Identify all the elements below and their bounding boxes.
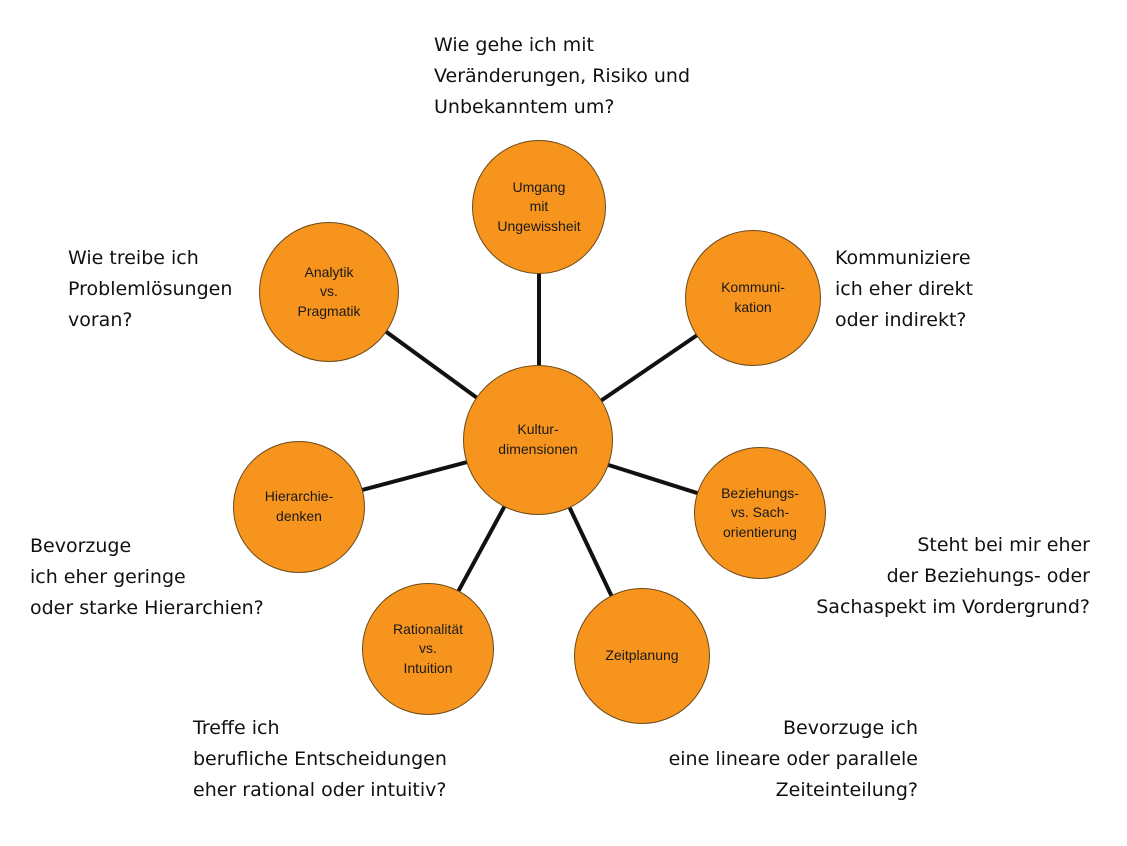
node-zeitplanung: Zeitplanung	[574, 588, 710, 724]
question-umgang-mit-ungewissheit: Wie gehe ich mit Veränderungen, Risiko u…	[434, 34, 691, 118]
node-umgang-mit-ungewissheit: Umgang mit Ungewissheit	[472, 140, 606, 274]
node-label: Rationalität vs. Intuition	[392, 620, 464, 676]
node-label: Beziehungs- vs. Sach- orientierung	[721, 484, 799, 540]
node-rationalitaet-vs-intuition: Rationalität vs. Intuition	[362, 583, 494, 715]
node-label: Zeitplanung	[605, 647, 679, 664]
node-beziehungs-vs-sachorientierung: Beziehungs- vs. Sach- orientierung	[694, 447, 826, 579]
question-kommunikation: Kommuniziere ich eher direkt oder indire…	[835, 247, 973, 331]
question-beziehungs-vs-sachorientierung: Steht bei mir eher der Beziehungs- oder …	[816, 534, 1090, 618]
center-label: Kultur- dimensionen	[498, 421, 578, 457]
node-analytik-vs-pragmatik: Analytik vs. Pragmatik	[259, 222, 399, 362]
question-zeitplanung: Bevorzuge ich eine lineare oder parallel…	[668, 717, 918, 801]
node-label: Hierarchie- denken	[264, 488, 334, 524]
node-label: Kommuni- kation	[721, 279, 785, 315]
node-hierarchiedenken: Hierarchie- denken	[233, 441, 365, 573]
node-label: Analytik vs. Pragmatik	[297, 263, 361, 319]
node-kommunikation: Kommuni- kation	[685, 230, 821, 366]
node-label: Umgang mit Ungewissheit	[497, 178, 581, 234]
question-hierarchiedenken: Bevorzuge ich eher geringe oder starke H…	[30, 535, 264, 619]
question-analytik-vs-pragmatik: Wie treibe ich Problemlösungen voran?	[68, 247, 233, 331]
node-kulturdimensionen-center: Kultur- dimensionen	[463, 365, 613, 515]
question-rationalitaet-vs-intuition: Treffe ich berufliche Entscheidungen ehe…	[193, 717, 447, 801]
